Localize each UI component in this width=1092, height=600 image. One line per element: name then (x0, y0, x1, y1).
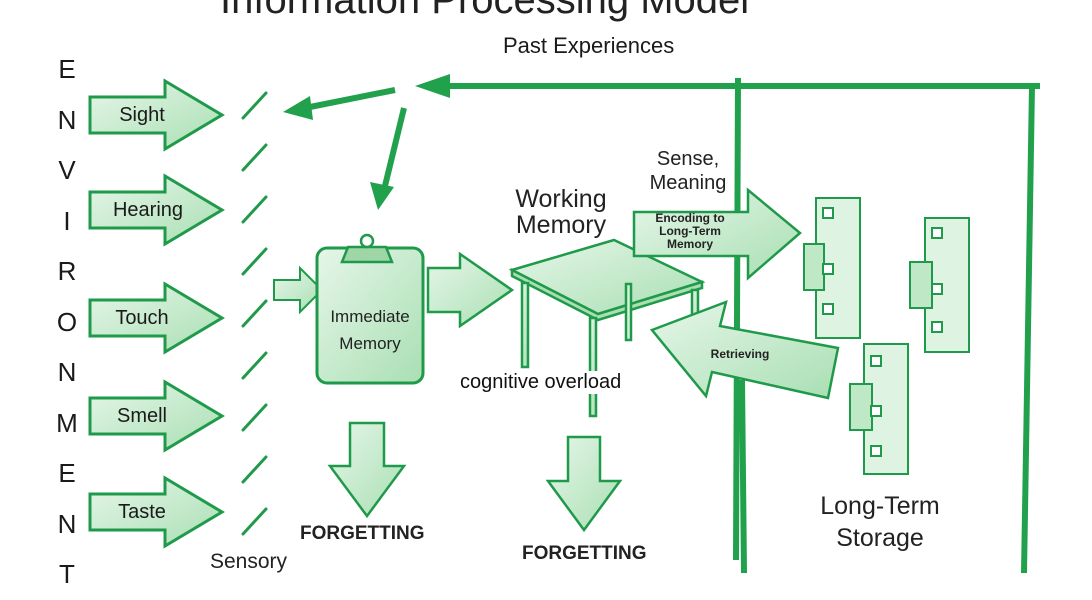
diagram-title: Information Processing Model (220, 0, 750, 22)
sense-label-sight: Sight (119, 104, 165, 126)
environment-letter: N (57, 357, 77, 387)
environment-letter: M (56, 407, 78, 438)
sense-label-taste: Taste (118, 501, 166, 523)
environment-letter: R (57, 256, 77, 286)
filing-cabinet-1 (803, 197, 861, 339)
sensory-register-slashes (241, 91, 268, 536)
encoding-arrow (632, 187, 802, 281)
environment-letter: O (56, 306, 78, 337)
forgetting-arrow-2 (545, 435, 623, 533)
sense-label-hearing: Hearing (112, 199, 184, 221)
attention-arrows (283, 87, 407, 210)
sense-label-touch: Touch (115, 307, 169, 329)
environment-letter: I (63, 205, 71, 236)
immediate-memory-label: Immediate Memory (330, 307, 410, 353)
environment-letter: E (58, 54, 76, 84)
filing-cabinet-2 (909, 217, 970, 353)
filing-cabinet-3 (849, 343, 909, 475)
past-experiences-label: Past Experiences (503, 33, 675, 58)
environment-letter: T (59, 559, 75, 589)
environment-letter: N (57, 508, 77, 539)
immediate-memory-clipboard (315, 233, 425, 385)
cognitive-overload-label: cognitive overload (458, 371, 624, 394)
long-term-storage-label: Long-Term Storage (820, 492, 940, 552)
forgetting-arrow-1 (327, 421, 407, 519)
sensory-to-immediate-arrow (273, 265, 324, 315)
sense-arrow-hearing (88, 173, 225, 247)
sense-meaning-label: Sense, Meaning (649, 148, 727, 194)
sense-arrow-taste (88, 475, 225, 549)
working-memory-table (508, 238, 706, 418)
sensory-label: Sensory (210, 550, 288, 573)
sense-arrow-touch (88, 281, 225, 355)
sense-label-smell: Smell (116, 405, 167, 427)
diagram-canvas (88, 74, 1040, 573)
working-memory-label: Working Memory (515, 185, 607, 239)
forgetting-label-2: FORGETTING (522, 543, 647, 564)
sense-arrow-smell (88, 379, 225, 453)
past-experiences-feedback-line (415, 74, 1040, 573)
environment-letter: V (58, 155, 76, 185)
encoding-label: Encoding to Long-Term Memory (655, 211, 725, 251)
environment-letter: N (57, 104, 77, 135)
retrieving-label: Retrieving (710, 347, 770, 361)
environment-letter: E (58, 458, 76, 488)
forgetting-label-1: FORGETTING (300, 523, 425, 544)
sense-arrow-sight (88, 78, 225, 152)
retrieving-arrow (649, 299, 840, 400)
immediate-to-working-arrow (426, 251, 515, 329)
